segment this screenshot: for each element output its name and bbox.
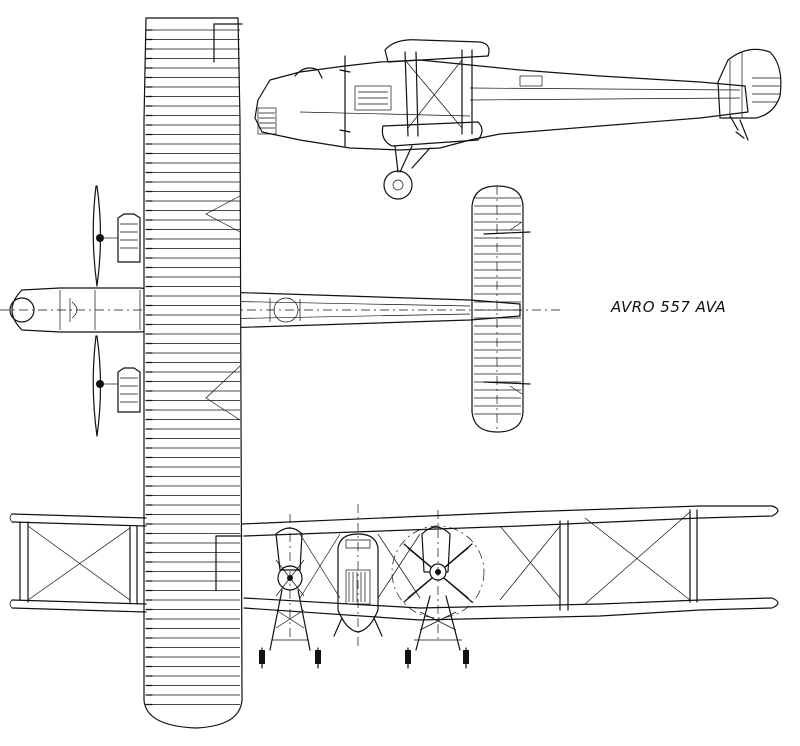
side-view-fuselage (254, 59, 749, 151)
plan-view-wing (143, 17, 243, 729)
front-view-left-upper-wing (11, 513, 147, 527)
front-view-left-lower-wing (11, 599, 147, 613)
plan-view-wing-ticks (145, 29, 153, 706)
plan-view-tailplane (471, 185, 524, 433)
front-view (9, 504, 779, 669)
drawing-caption: AVRO 557 AVA (611, 298, 727, 316)
plan-view-lower-engine (92, 335, 141, 437)
side-view-fin (717, 48, 782, 119)
plan-view-tailplane-ribs (474, 197, 521, 415)
front-view-left-engine (259, 527, 321, 669)
front-view-fuselage (337, 533, 379, 633)
side-view-window (519, 75, 543, 87)
plan-view-wing-ribs (146, 29, 240, 705)
front-view-right-engine (391, 525, 485, 669)
side-view (254, 39, 782, 200)
side-view-upper-wing (384, 39, 490, 63)
plan-view-fuselage (11, 287, 521, 333)
side-view-wheel (383, 170, 413, 200)
plan-view-upper-engine (92, 185, 141, 287)
side-view-lower-wing (381, 121, 483, 147)
front-view-right-upper-wing (241, 505, 779, 537)
plan-view (0, 17, 560, 729)
front-view-right-lower-wing (243, 597, 779, 621)
